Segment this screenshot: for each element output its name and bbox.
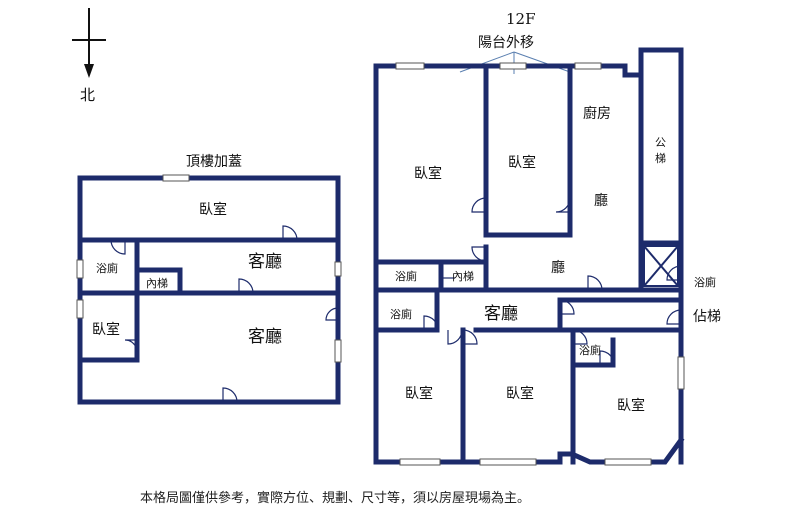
room-label-living-upper: 客廳 (248, 252, 282, 272)
window (334, 261, 342, 277)
room-label-hall-upper: 廳 (594, 192, 608, 209)
left-plan-title: 頂樓加蓋 (186, 154, 242, 170)
window (162, 174, 190, 182)
floor-label: 12F (506, 10, 536, 28)
room-label-living: 客廳 (484, 304, 518, 324)
window (499, 62, 527, 70)
window (334, 339, 342, 363)
window (76, 259, 84, 279)
room-label-bath-left: 浴廁 (395, 269, 417, 283)
room-label-bedroom-br: 臥室 (617, 397, 645, 414)
room-label-bath: 浴廁 (96, 261, 118, 275)
room-label-bath-small: 浴廁 (579, 343, 601, 357)
room-label-bedroom-bm: 臥室 (506, 385, 534, 402)
window (76, 299, 84, 319)
door-swing (423, 197, 682, 366)
room-label-public-stair-1: 公 (655, 136, 666, 149)
room-label-bedroom-big: 臥室 (414, 165, 442, 182)
room-label-inner-stair: 內梯 (146, 277, 168, 290)
room-label-hall-lower: 廳 (551, 259, 565, 276)
balcony-note: 陽台外移 (478, 35, 534, 51)
window (574, 62, 602, 70)
north-arrow-icon (72, 8, 106, 78)
room-label-bedroom-mid: 臥室 (508, 154, 536, 171)
room-label-kitchen: 廚房 (583, 105, 611, 122)
window (395, 62, 425, 70)
room-label-inner-stair: 內梯 (452, 270, 474, 283)
room-label-bath-mid: 浴廁 (390, 307, 412, 321)
window (479, 458, 537, 466)
room-label-bedroom-left: 臥室 (92, 321, 120, 338)
window (677, 356, 685, 390)
window (604, 458, 652, 466)
window (399, 458, 441, 466)
room-label-bedroom-bl: 臥室 (405, 385, 433, 402)
north-label: 北 (80, 86, 95, 104)
room-label-occupied-stair: 佔梯 (693, 309, 721, 325)
door-swing (110, 225, 339, 403)
disclaimer-text: 本格局圖僅供參考，實際方位、規劃、尺寸等，須以房屋現場為主。 (140, 490, 530, 506)
room-label-public-stair-2: 梯 (655, 152, 666, 165)
room-label-bath-right: 浴廁 (694, 275, 716, 289)
room-label-bedroom-top: 臥室 (199, 201, 227, 218)
room-label-living-lower: 客廳 (248, 327, 282, 347)
